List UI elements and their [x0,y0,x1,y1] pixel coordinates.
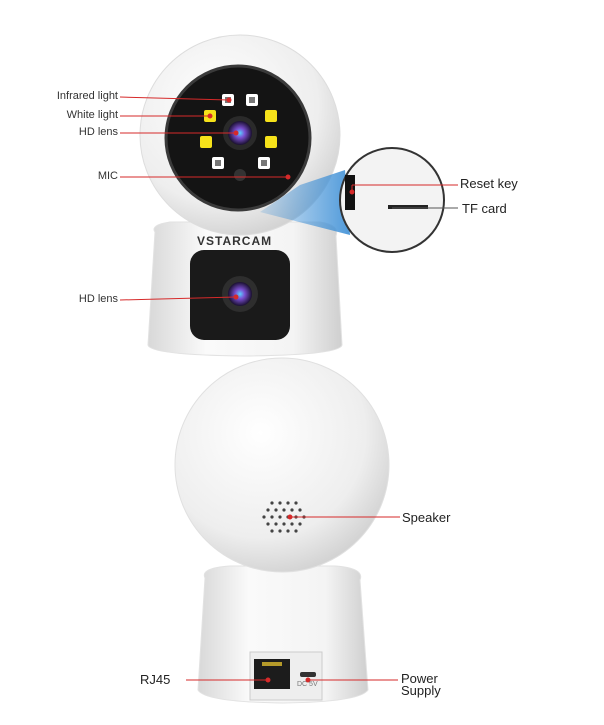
detail-callout [339,147,445,253]
callout-lines [119,96,458,683]
speaker-grille [262,501,306,533]
brand-logo: VSTARCAM [197,234,273,248]
label-speaker: Speaker [402,510,451,525]
port-marking: DC 5V [297,681,318,688]
power-line1: Power [401,671,438,686]
label-hd-lens-top: HD lens [78,126,118,138]
label-tf-card: TF card [462,201,507,216]
label-hd-lens-bottom: HD lens [78,293,118,305]
label-mic: MIC [97,170,118,182]
hd-lens-bottom-icon [228,282,252,306]
hd-lens-top-icon [228,121,252,145]
back-camera [174,357,390,704]
power-line2: Supply [401,683,441,698]
label-rj45: RJ45 [140,672,171,687]
front-camera [139,34,445,357]
usb-port [300,672,316,677]
label-infrared-light: Infrared light [56,90,118,102]
zoom-wedge [260,170,350,235]
label-white-light: White light [66,109,118,121]
label-reset-key: Reset key [460,176,518,191]
